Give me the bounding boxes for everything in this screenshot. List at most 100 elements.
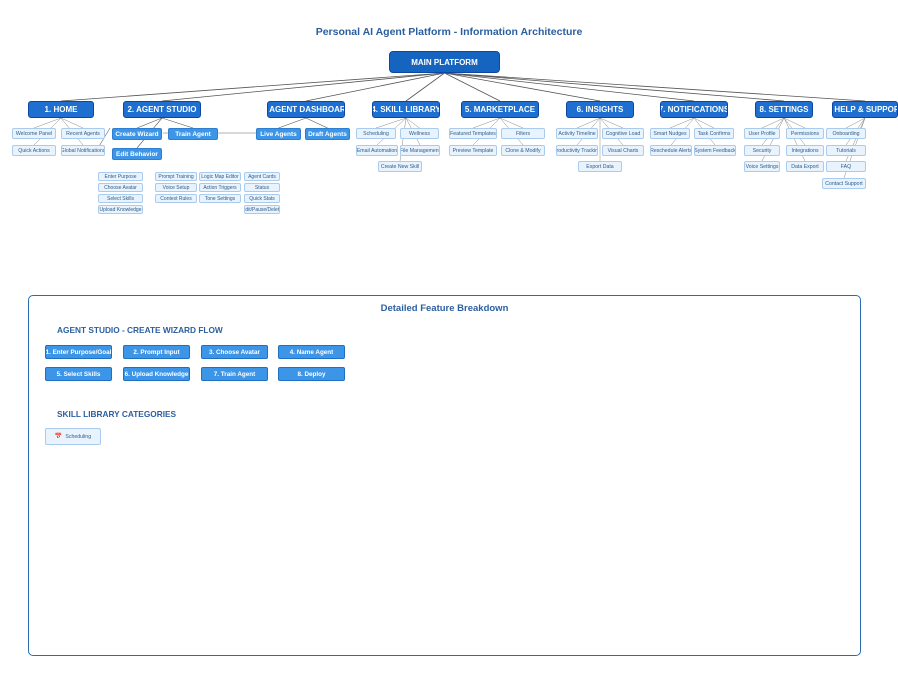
- leaf-cognitive-load[interactable]: Cognitive Load: [602, 128, 644, 139]
- leaf-welcome-panel[interactable]: Welcome Panel: [12, 128, 56, 139]
- leaf-preview-template[interactable]: Preview Template: [449, 145, 497, 156]
- leaf-productivity-tracking[interactable]: Productivity Tracking: [556, 145, 598, 156]
- category-1-home[interactable]: 1. HOME: [28, 101, 94, 118]
- connector-line: [669, 117, 695, 129]
- sub-edit-pause-delete[interactable]: Edit/Pause/Delete: [244, 205, 280, 214]
- connector-line: [599, 117, 624, 129]
- connector-line: [444, 72, 785, 102]
- feature-live-agents[interactable]: Live Agents: [256, 128, 301, 140]
- detail-title: Detailed Feature Breakdown: [380, 303, 509, 314]
- connector-line: [278, 117, 307, 129]
- sub-choose-avatar[interactable]: Choose Avatar: [98, 183, 143, 192]
- feature-draft-agents[interactable]: Draft Agents: [305, 128, 350, 140]
- connector-line: [444, 72, 866, 102]
- leaf-faq[interactable]: FAQ: [826, 161, 866, 172]
- leaf-featured-templates[interactable]: Featured Templates: [449, 128, 497, 139]
- leaf-reschedule-alerts[interactable]: Reschedule Alerts: [650, 145, 692, 156]
- leaf-integrations[interactable]: Integrations: [786, 145, 824, 156]
- sub-quick-stats[interactable]: Quick Stats: [244, 194, 280, 203]
- sub-tone-settings[interactable]: Tone Settings: [199, 194, 241, 203]
- connector-line: [693, 117, 715, 129]
- wizard-step-3[interactable]: 3. Choose Avatar: [201, 345, 268, 359]
- main-platform-node[interactable]: MAIN PLATFORM: [389, 51, 500, 73]
- leaf-recent-agents[interactable]: Recent Agents: [61, 128, 105, 139]
- connector-line: [375, 117, 407, 129]
- skill-chip-scheduling[interactable]: 📅Scheduling: [45, 428, 101, 445]
- connector-line: [305, 72, 445, 102]
- wizard-step-6[interactable]: 6. Upload Knowledge: [123, 367, 190, 381]
- feature-create-wizard[interactable]: Create Wizard: [112, 128, 162, 140]
- leaf-export-data[interactable]: Export Data: [578, 161, 622, 172]
- leaf-clone-modify[interactable]: Clone & Modify: [501, 145, 545, 156]
- sub-prompt-training[interactable]: Prompt Training: [155, 172, 197, 181]
- sub-status[interactable]: Status: [244, 183, 280, 192]
- leaf-tutorials[interactable]: Tutorials: [826, 145, 866, 156]
- calendar-icon: 📅: [54, 434, 63, 440]
- category-9-help-support[interactable]: 9. HELP & SUPPORT: [832, 101, 898, 118]
- leaf-visual-charts[interactable]: Visual Charts: [602, 145, 644, 156]
- connector-line: [845, 117, 866, 129]
- sub-agent-cards[interactable]: Agent Cards: [244, 172, 280, 181]
- category-2-agent-studio[interactable]: 2. AGENT STUDIO: [123, 101, 201, 118]
- connector-line: [161, 72, 445, 102]
- leaf-global-notifications[interactable]: Global Notifications: [61, 145, 105, 156]
- connector-line: [136, 117, 163, 129]
- leaf-data-export[interactable]: Data Export: [786, 161, 824, 172]
- leaf-security[interactable]: Security: [744, 145, 780, 156]
- leaf-filters[interactable]: Filters: [501, 128, 545, 139]
- connector-line: [444, 72, 501, 102]
- sub-enter-purpose[interactable]: Enter Purpose: [98, 172, 143, 181]
- leaf-email-automation[interactable]: Email Automation: [356, 145, 398, 156]
- wizard-step-7[interactable]: 7. Train Agent: [201, 367, 268, 381]
- feature-train-agent[interactable]: Train Agent: [168, 128, 218, 140]
- wizard-step-8[interactable]: 8. Deploy: [278, 367, 345, 381]
- wizard-step-4[interactable]: 4. Name Agent: [278, 345, 345, 359]
- wizard-step-2[interactable]: 2. Prompt Input: [123, 345, 190, 359]
- wizard-step-5[interactable]: 5. Select Skills: [45, 367, 112, 381]
- connector-line: [405, 72, 445, 102]
- connector-line: [472, 117, 501, 129]
- leaf-quick-actions[interactable]: Quick Actions: [12, 145, 56, 156]
- leaf-onboarding[interactable]: Onboarding: [826, 128, 866, 139]
- leaf-contact-support[interactable]: Contact Support: [822, 178, 866, 189]
- leaf-smart-nudges[interactable]: Smart Nudges: [650, 128, 690, 139]
- category-4-skill-library[interactable]: 4. SKILL LIBRARY: [372, 101, 440, 118]
- skill-categories-title: SKILL LIBRARY CATEGORIES: [57, 409, 177, 419]
- leaf-system-feedback[interactable]: System Feedback: [694, 145, 736, 156]
- leaf-permissions[interactable]: Permissions: [786, 128, 824, 139]
- skill-chip-label: Scheduling: [65, 433, 92, 440]
- page-title: Personal AI Agent Platform - Information…: [315, 26, 583, 38]
- leaf-file-management[interactable]: File Management: [400, 145, 440, 156]
- leaf-task-confirms[interactable]: Task Confirms: [694, 128, 734, 139]
- connector-line: [444, 72, 695, 102]
- feature-edit-behavior[interactable]: Edit Behavior: [112, 148, 162, 160]
- category-3-agent-dashboard[interactable]: 3. AGENT DASHBOARD: [267, 101, 345, 118]
- sub-logic-map-editor[interactable]: Logic Map Editor: [199, 172, 241, 181]
- connector-line: [161, 117, 194, 129]
- leaf-activity-timeline[interactable]: Activity Timeline: [556, 128, 598, 139]
- category-5-marketplace[interactable]: 5. MARKETPLACE: [461, 101, 539, 118]
- connector-line: [499, 117, 524, 129]
- connector-line: [60, 72, 445, 102]
- leaf-user-profile[interactable]: User Profile: [744, 128, 780, 139]
- connector-line: [444, 72, 601, 102]
- connector-line: [576, 117, 601, 129]
- leaf-voice-settings[interactable]: Voice Settings: [744, 161, 780, 172]
- wizard-flow-title: AGENT STUDIO - CREATE WIZARD FLOW: [57, 325, 223, 335]
- sub-upload-knowledge[interactable]: Upload Knowledge: [98, 205, 143, 214]
- leaf-scheduling[interactable]: Scheduling: [356, 128, 396, 139]
- connector-line: [761, 117, 785, 129]
- connector-line: [33, 117, 62, 129]
- wizard-step-1[interactable]: 1. Enter Purpose/Goal: [45, 345, 112, 359]
- category-6-insights[interactable]: 6. INSIGHTS: [566, 101, 634, 118]
- category-7-notifications[interactable]: 7. NOTIFICATIONS: [660, 101, 728, 118]
- sub-select-skills[interactable]: Select Skills: [98, 194, 143, 203]
- connector-line: [405, 117, 420, 129]
- sub-voice-setup[interactable]: Voice Setup: [155, 183, 197, 192]
- connector-line: [783, 117, 806, 129]
- sub-context-rules[interactable]: Context Rules: [155, 194, 197, 203]
- sub-action-triggers[interactable]: Action Triggers: [199, 183, 241, 192]
- leaf-wellness[interactable]: Wellness: [400, 128, 439, 139]
- leaf-create-new-skill[interactable]: Create New Skill: [378, 161, 422, 172]
- category-8-settings[interactable]: 8. SETTINGS: [755, 101, 813, 118]
